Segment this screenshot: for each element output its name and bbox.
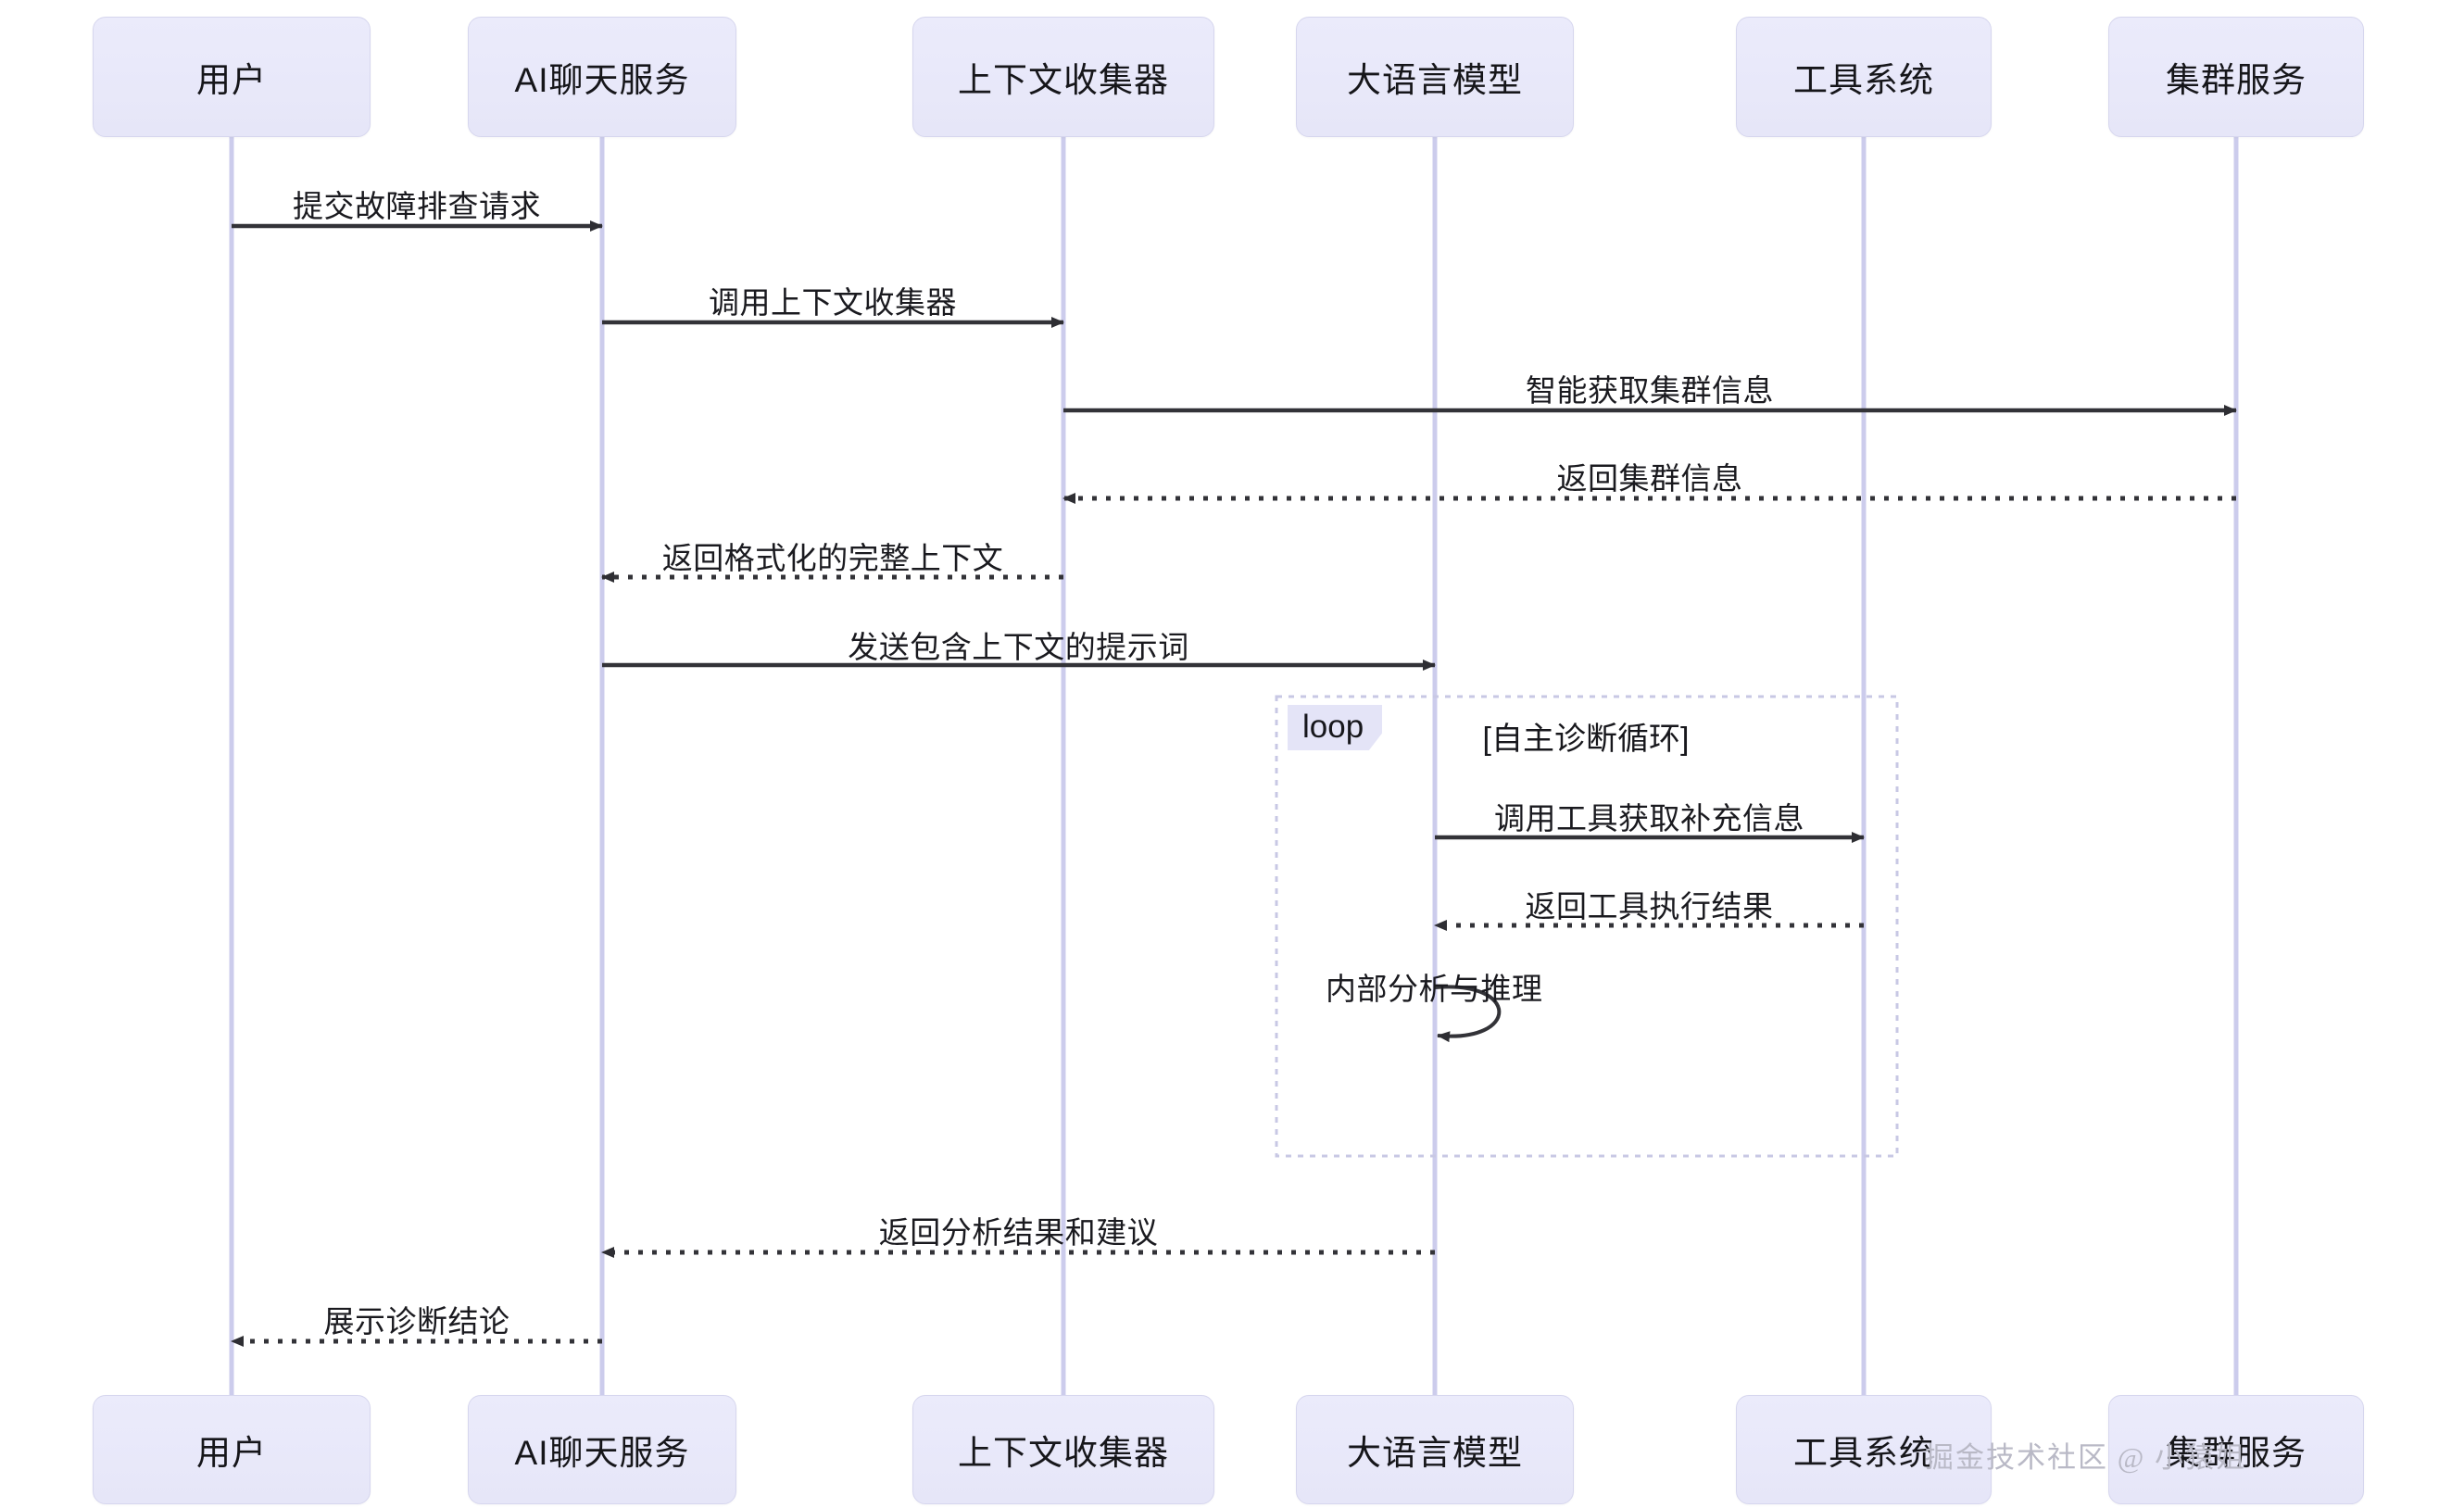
actor-label: 工具系统 xyxy=(1793,1434,1934,1472)
message-label-6: 发送包含上下文的提示词 xyxy=(848,630,1189,664)
actor-box-cluster-bottom[interactable]: 集群服务 xyxy=(2108,1395,2364,1504)
message-label-1: 提交故障排查请求 xyxy=(293,189,541,223)
actor-box-llm-bottom[interactable]: 大语言模型 xyxy=(1296,1395,1574,1504)
actor-box-llm-top[interactable]: 大语言模型 xyxy=(1296,17,1574,137)
message-label-7: 调用工具获取补充信息 xyxy=(1494,801,1804,836)
actor-box-chat-top[interactable]: AI聊天服务 xyxy=(468,17,736,137)
actor-label: 上下文收集器 xyxy=(958,1434,1169,1472)
message-label-8: 返回工具执行结果 xyxy=(1525,889,1774,924)
message-label-10: 返回分析结果和建议 xyxy=(878,1215,1159,1250)
actor-box-cluster-top[interactable]: 集群服务 xyxy=(2108,17,2364,137)
message-label-5: 返回格式化的完整上下文 xyxy=(661,541,1004,575)
watermark: 掘金技术社区 @ 小猿姐 xyxy=(1925,1441,2247,1474)
message-arrow-self-9 xyxy=(1434,985,1502,1043)
arrows-group xyxy=(231,220,2237,1347)
message-label-11: 展示诊断结论 xyxy=(323,1304,510,1338)
fragment-condition-loop: [自主诊断循环] xyxy=(1482,722,1690,757)
actor-label: 用户 xyxy=(196,1434,267,1472)
message-label-3: 智能获取集群信息 xyxy=(1526,373,1774,408)
actor-label: AI聊天服务 xyxy=(514,1434,690,1472)
actor-label: 大语言模型 xyxy=(1347,1434,1523,1472)
actor-label: 上下文收集器 xyxy=(958,61,1169,99)
actor-label: 集群服务 xyxy=(2166,61,2307,99)
actor-box-tools-bottom[interactable]: 工具系统 xyxy=(1736,1395,1992,1504)
fragments-group xyxy=(1275,695,1899,1158)
actor-box-chat-bottom[interactable]: AI聊天服务 xyxy=(468,1395,736,1504)
actor-label: 集群服务 xyxy=(2166,1434,2307,1472)
fragment-tag-loop: loop xyxy=(1288,705,1383,750)
fragment-frame-loop xyxy=(1275,695,1899,1158)
actor-box-collector-bottom[interactable]: 上下文收集器 xyxy=(912,1395,1214,1504)
actor-label: 大语言模型 xyxy=(1347,61,1523,99)
actor-box-user-top[interactable]: 用户 xyxy=(93,17,371,137)
message-label-4: 返回集群信息 xyxy=(1556,461,1743,496)
actor-box-collector-top[interactable]: 上下文收集器 xyxy=(912,17,1214,137)
actor-label: 用户 xyxy=(196,61,267,99)
lifelines-group xyxy=(229,137,2239,1395)
actor-label: 工具系统 xyxy=(1793,61,1934,99)
message-label-9: 内部分析与推理 xyxy=(1326,972,1543,1006)
actor-box-user-bottom[interactable]: 用户 xyxy=(93,1395,371,1504)
actor-label: AI聊天服务 xyxy=(514,61,690,99)
actor-box-tools-top[interactable]: 工具系统 xyxy=(1736,17,1992,137)
message-label-2: 调用上下文收集器 xyxy=(709,285,957,320)
